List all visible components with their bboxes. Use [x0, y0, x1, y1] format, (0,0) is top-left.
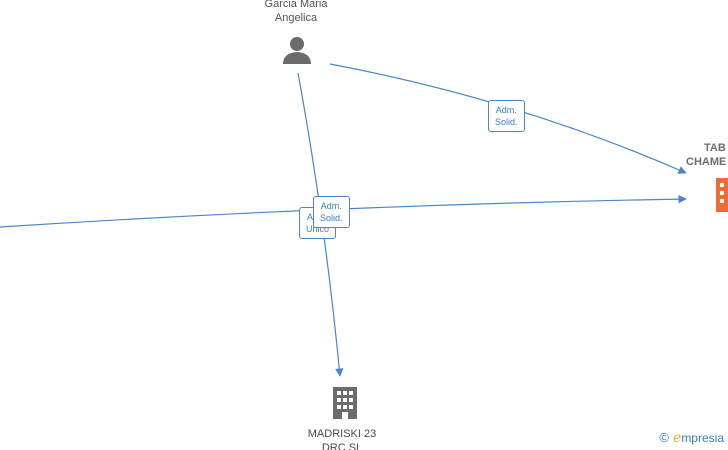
person-icon[interactable]: [283, 37, 311, 64]
target-building-icon[interactable]: [716, 178, 728, 212]
target-company-name[interactable]: TAB CHAME: [686, 141, 726, 169]
copyright-symbol: ©: [659, 430, 670, 445]
person-name-line1: Garcia Maria: [264, 0, 328, 10]
logo-initial: e: [673, 430, 682, 446]
target-name-line1: TAB: [704, 142, 726, 154]
empresia-logo[interactable]: ©empresia: [659, 430, 724, 446]
person-name[interactable]: Garcia Maria Angelica: [246, 0, 346, 25]
edge-label-left-to-target[interactable]: Adm. Solid.: [313, 196, 350, 228]
logo-text: mpresia: [681, 431, 724, 445]
madriski-name-line1: MADRISKI 23: [307, 428, 377, 440]
edge-label-person-to-target[interactable]: Adm. Solid.: [488, 100, 525, 132]
target-name-line2: CHAME: [686, 156, 727, 168]
person-name-line2: Angelica: [274, 12, 318, 24]
madriski-name-line2: DRC SL: [321, 442, 363, 450]
madriski-building-icon[interactable]: [333, 387, 357, 419]
madriski-company-name[interactable]: MADRISKI 23 DRC SL: [292, 427, 392, 450]
